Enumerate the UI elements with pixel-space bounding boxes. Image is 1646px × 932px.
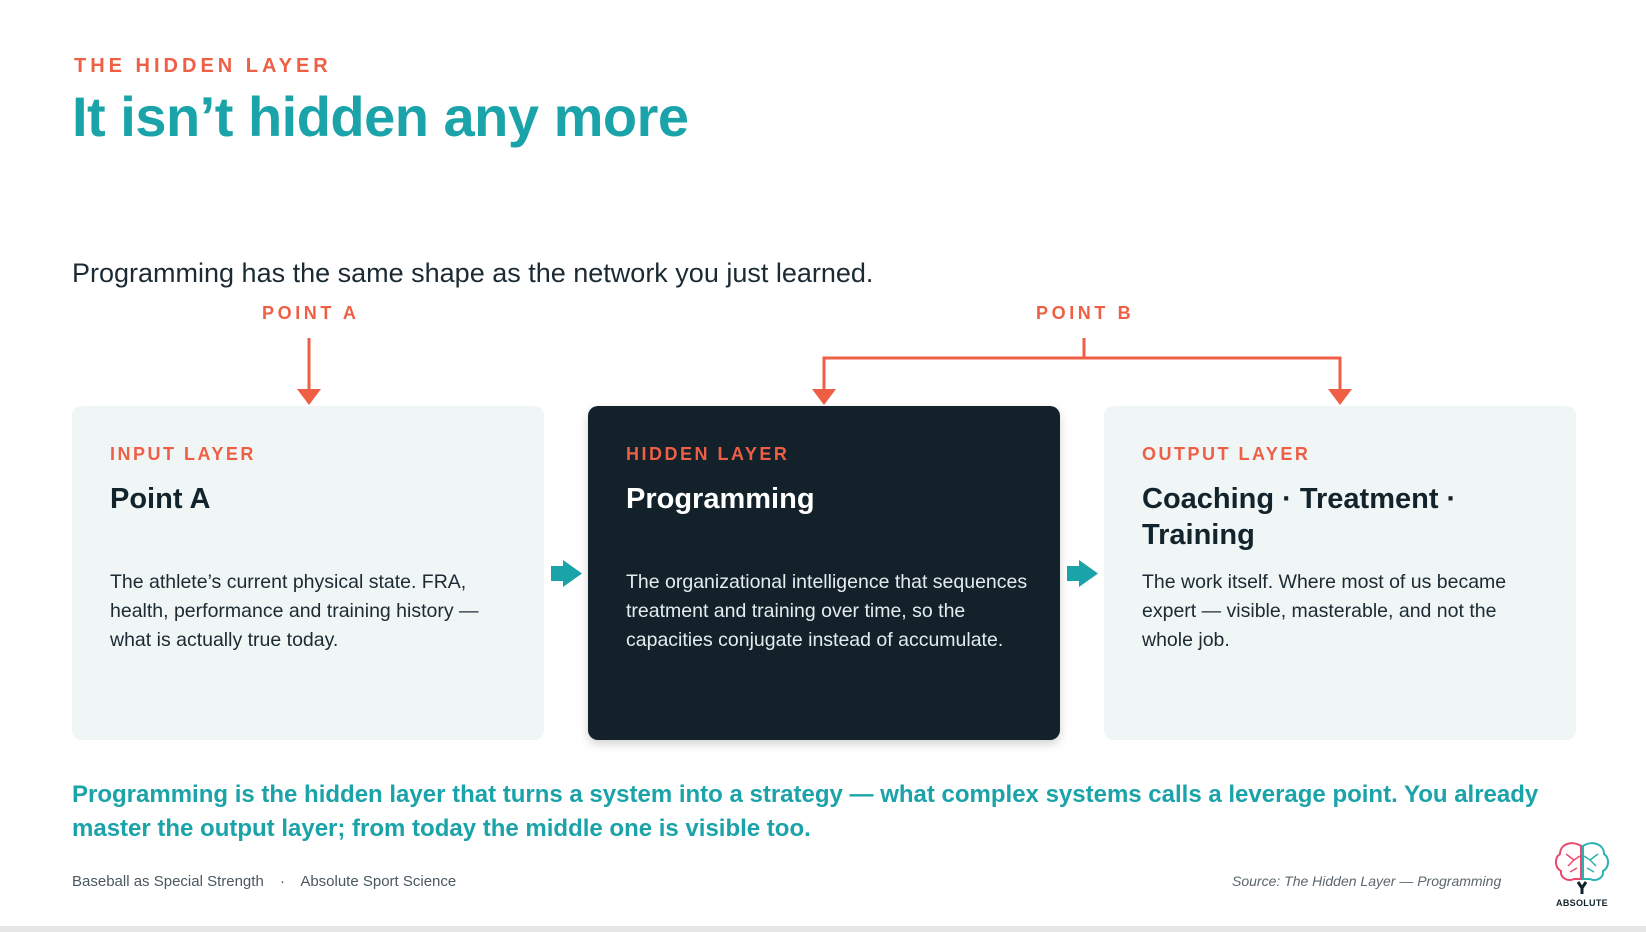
footer-source: Source: The Hidden Layer — Programming — [1232, 873, 1502, 889]
takeaway-text: Programming is the hidden layer that tur… — [72, 781, 1539, 842]
output-layer-card: OUTPUT LAYER Coaching · Treatment · Trai… — [1104, 406, 1576, 740]
card-eyebrow: INPUT LAYER — [110, 444, 256, 464]
arrow-down-icon — [812, 389, 836, 405]
card-body: The organizational intelligence that seq… — [626, 571, 1028, 651]
lede-text: Programming has the same shape as the ne… — [72, 258, 874, 288]
bottom-bar — [0, 926, 1646, 932]
footer-organization: Absolute Sport Science — [300, 873, 457, 890]
arrow-down-icon — [1328, 389, 1352, 405]
card-eyebrow: HIDDEN LAYER — [626, 444, 790, 464]
point-b-bracket — [822, 338, 1342, 392]
arrow-down-icon — [297, 338, 321, 405]
input-layer-card: INPUT LAYER Point A The athlete’s curren… — [72, 406, 544, 740]
footer-course-title: Baseball as Special Strength — [72, 873, 264, 890]
absolute-logo: ABSOLUTE — [1550, 838, 1614, 912]
footer-credits: Baseball as Special Strength · Absolute … — [72, 873, 456, 890]
card-body: The work itself. Where most of us became… — [1142, 571, 1507, 651]
brain-logo-icon — [1555, 842, 1609, 894]
card-eyebrow: OUTPUT LAYER — [1142, 444, 1311, 464]
point-b-label: POINT B — [1036, 303, 1135, 323]
card-title: Point A — [110, 483, 211, 515]
card-body: The athlete’s current physical state. FR… — [110, 571, 479, 651]
arrow-right-icon — [551, 560, 582, 587]
page-title: It isn’t hidden any more — [72, 85, 689, 148]
card-title: Coaching · Treatment · Training — [1142, 483, 1457, 551]
hidden-layer-card: HIDDEN LAYER Programming The organizatio… — [588, 406, 1060, 740]
footer-separator: · — [279, 873, 285, 890]
point-a-label: POINT A — [262, 303, 360, 323]
card-title: Programming — [626, 483, 815, 515]
logo-text: ABSOLUTE — [1556, 898, 1608, 908]
arrow-right-icon — [1067, 560, 1098, 587]
section-eyebrow: THE HIDDEN LAYER — [74, 55, 332, 77]
